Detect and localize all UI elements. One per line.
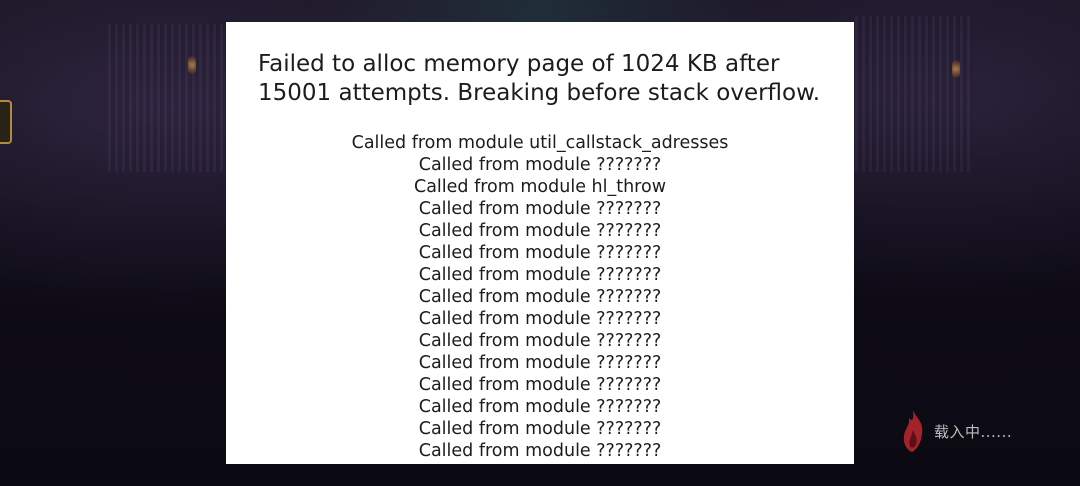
background-pillar-left [108,24,226,172]
callstack-line: Called from module ??????? [418,243,662,263]
callstack-line: Called from module ??????? [418,155,662,175]
callstack-line: Called from module util_callstack_adress… [351,133,729,153]
callstack-line: Called from module ??????? [418,441,662,461]
callstack-line: Called from module ??????? [418,221,662,241]
callstack-line: Called from module ??????? [418,375,662,395]
flame-icon [903,410,923,452]
callstack-line: Called from module ??????? [418,199,662,219]
callstack-line: Called from module ??????? [418,309,662,329]
loading-text: 载入中...... [934,422,1013,441]
hud-badge [0,100,12,144]
callstack-list: Called from module util_callstack_adress… [258,132,822,462]
loading-indicator: 载入中...... [900,408,1012,454]
torch-left [188,56,196,74]
callstack-line: Called from module ??????? [418,265,662,285]
callstack-line: Called from module ??????? [418,397,662,417]
callstack-line: Called from module ??????? [418,331,662,351]
callstack-line: Called from module ??????? [418,353,662,373]
callstack-line: Called from module ??????? [418,419,662,439]
error-message: Failed to alloc memory page of 1024 KB a… [258,51,821,106]
callstack-line: Called from module ??????? [418,287,662,307]
callstack-line: Called from module hl_throw [413,177,667,197]
crash-dialog: Failed to alloc memory page of 1024 KB a… [226,22,854,464]
background-pillar-right [855,16,973,172]
torch-right [952,60,960,78]
